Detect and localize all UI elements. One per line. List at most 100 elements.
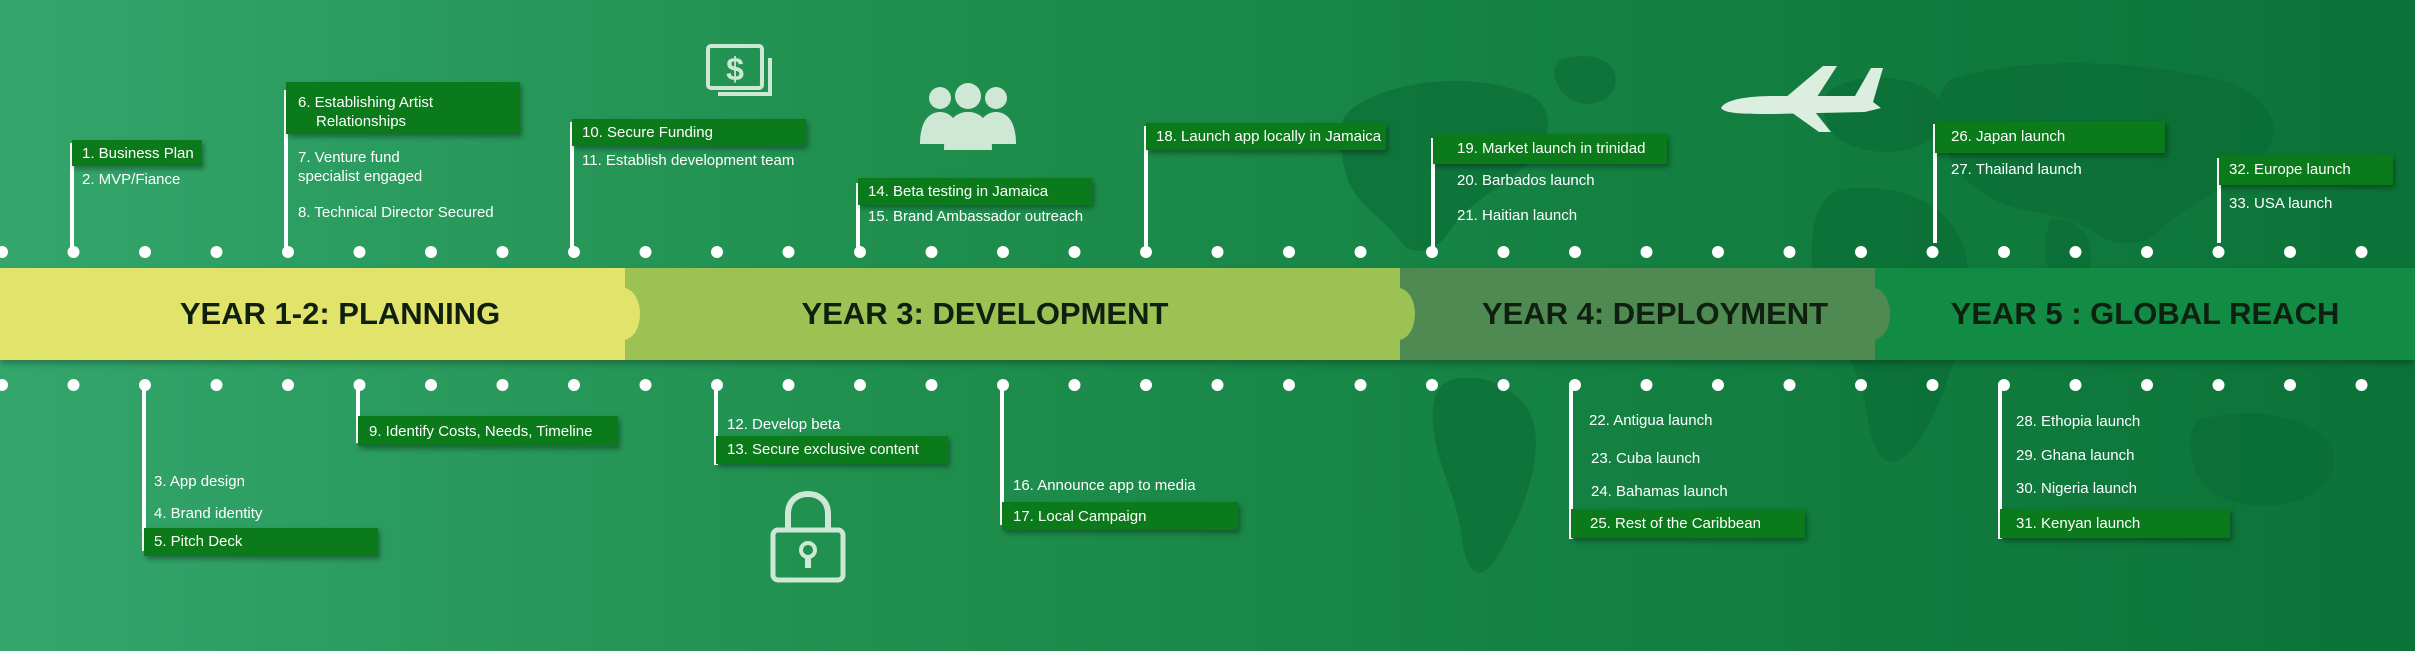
milestone-highlight <box>1002 502 1238 530</box>
phase-band-planning: YEAR 1-2: PLANNING <box>0 268 625 360</box>
milestone-label: 4. Brand identity <box>154 505 263 522</box>
people-icon <box>920 83 1016 150</box>
milestone-label: 23. Cuba launch <box>1591 450 1701 467</box>
milestone-stem <box>70 143 74 253</box>
milestone-stem <box>1431 138 1435 249</box>
milestone-highlight <box>144 528 378 556</box>
rail-dot <box>425 379 437 391</box>
milestone-label: 6. Establishing Artist <box>298 94 434 111</box>
dotted-rail-bottom <box>0 379 2368 391</box>
milestone-label: 15. Brand Ambassador outreach <box>868 208 1084 225</box>
milestone-highlight <box>286 82 520 134</box>
svg-text:$: $ <box>726 51 744 87</box>
milestone-label: 3. App design <box>154 473 245 490</box>
rail-dot <box>925 379 938 391</box>
milestone-label: 21. Haitian launch <box>1457 207 1578 224</box>
rail-dot <box>2284 379 2296 391</box>
milestone-label: 20. Barbados launch <box>1457 172 1595 189</box>
milestone-label: 7. Venture fund <box>298 149 400 166</box>
milestone-label: 26. Japan launch <box>1951 128 2066 145</box>
phase-label-planning: YEAR 1-2: PLANNING <box>179 296 501 331</box>
milestone-label: 32. Europe launch <box>2229 161 2351 178</box>
milestone-stem <box>570 122 574 253</box>
milestone-label: 27. Thailand launch <box>1951 161 2082 178</box>
milestone-label: 12. Develop beta <box>727 416 841 433</box>
milestone-label: 28. Ethopia launch <box>2016 413 2141 430</box>
airplane-icon <box>1721 66 1883 132</box>
band-connector <box>1376 268 1415 360</box>
milestone-highlight <box>1146 123 1386 150</box>
milestone-stem <box>284 90 288 253</box>
milestone-highlight <box>1935 121 2165 153</box>
milestone-label: 10. Secure Funding <box>582 124 713 141</box>
milestone-label: 16. Announce app to media <box>1013 477 1196 494</box>
rail-dot <box>1712 379 1724 391</box>
rail-dot <box>711 246 723 258</box>
rail-dot <box>2284 246 2296 258</box>
rail-dot <box>1211 379 1224 391</box>
milestone-label: 19. Market launch in trinidad <box>1457 140 1646 157</box>
rail-dot <box>496 246 509 258</box>
rail-dot <box>1497 379 1510 391</box>
rail-dot <box>1640 379 1653 391</box>
milestone-label: 1. Business Plan <box>82 145 194 162</box>
rail-dot <box>1497 246 1510 258</box>
rail-dot <box>1712 246 1724 258</box>
rail-dot <box>925 246 938 258</box>
milestone-highlight <box>572 119 806 146</box>
rail-dot <box>1426 246 1438 258</box>
rail-dot <box>1926 246 1939 258</box>
rail-dot <box>139 246 151 258</box>
rail-dot <box>1640 246 1653 258</box>
milestone-stem <box>1998 383 2002 539</box>
rail-dot <box>0 379 8 391</box>
rail-dot <box>1783 379 1796 391</box>
milestone-label: Relationships <box>316 113 407 130</box>
milestone-stem <box>714 383 718 465</box>
rail-dot <box>67 379 80 391</box>
rail-dot <box>1068 246 1081 258</box>
rail-dot <box>782 246 795 258</box>
rail-dot <box>425 246 437 258</box>
rail-dot <box>1140 379 1152 391</box>
rail-dot <box>210 246 223 258</box>
rail-dot <box>1783 246 1796 258</box>
rail-dot <box>1855 246 1867 258</box>
rail-dot <box>568 379 580 391</box>
milestone-highlight <box>716 436 948 464</box>
rail-dot <box>1283 379 1295 391</box>
rail-dot <box>2212 246 2225 258</box>
milestone-highlight <box>2000 509 2230 538</box>
milestone-stem <box>2217 158 2221 243</box>
rail-dot <box>1068 379 1081 391</box>
rail-dot <box>997 246 1009 258</box>
rail-dot <box>639 246 652 258</box>
rail-dot <box>1140 246 1152 258</box>
milestone-label: 33. USA launch <box>2229 195 2333 212</box>
milestone-stem <box>1569 383 1573 539</box>
rail-dot <box>1211 246 1224 258</box>
phase-band-development: YEAR 3: DEVELOPMENT <box>625 268 1400 360</box>
milestone-stem <box>1000 383 1004 525</box>
rail-dot <box>2355 246 2368 258</box>
phase-label-global-reach: YEAR 5 : GLOBAL REACH <box>1950 296 2340 331</box>
band-connector <box>1851 268 1890 360</box>
milestone-label: 11. Establish development team <box>582 152 795 169</box>
rail-dot <box>1354 379 1367 391</box>
rail-dot <box>1354 246 1367 258</box>
rail-dot <box>1426 379 1438 391</box>
milestone-label: 18. Launch app locally in Jamaica <box>1156 128 1382 145</box>
phase-band-global-reach: YEAR 5 : GLOBAL REACH <box>1875 268 2415 360</box>
rail-dot <box>1569 246 1581 258</box>
rail-dot <box>2212 379 2225 391</box>
milestone-highlight <box>2219 155 2393 185</box>
milestone-stem <box>142 383 146 551</box>
milestone-stem <box>1933 124 1937 243</box>
rail-dot <box>353 246 366 258</box>
milestone-label: 8. Technical Director Secured <box>298 204 494 221</box>
milestone-label: 24. Bahamas launch <box>1591 483 1728 500</box>
milestone-highlight <box>1433 134 1667 164</box>
rail-dot <box>2355 379 2368 391</box>
milestone-label: 29. Ghana launch <box>2016 447 2135 464</box>
milestone-label: 30. Nigeria launch <box>2016 480 2137 497</box>
